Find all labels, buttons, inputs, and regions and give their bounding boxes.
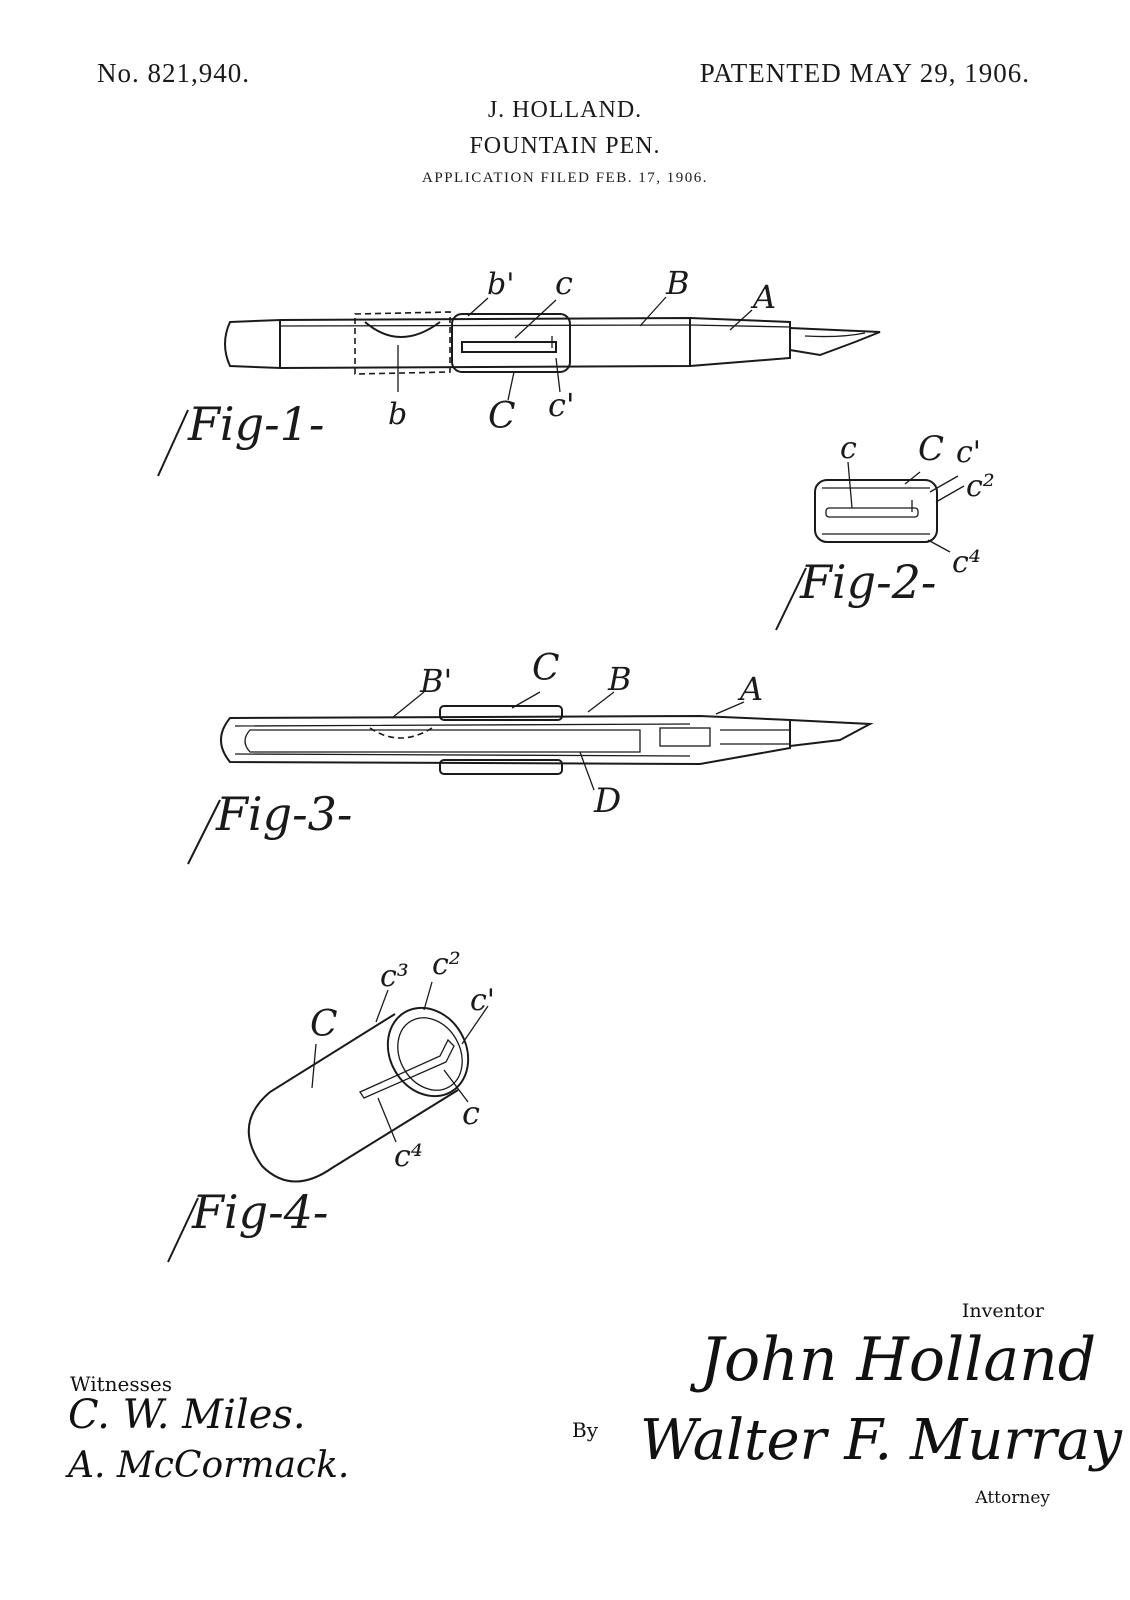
fig4-sleeve-perspective: [247, 981, 489, 1183]
fig2-sleeve-drawing: [814, 461, 965, 553]
fig4-label-c-prime: c': [470, 983, 495, 1018]
fig2-label-c4: c⁴: [952, 545, 981, 580]
attorney-label: Attorney: [975, 1488, 1050, 1508]
fig1-label-b: b: [388, 397, 407, 432]
fig3-section-drawing: [220, 691, 874, 791]
fig2-label-c: c: [840, 431, 857, 466]
fig3-label-B: B: [607, 660, 632, 698]
fig1-label-A: A: [750, 278, 776, 316]
attorney-signature: Walter F. Murray: [640, 1408, 1122, 1473]
fig2-caption-stroke: [775, 567, 807, 631]
fig3-caption-stroke: [187, 799, 221, 865]
fig1-label-c-prime: c': [548, 386, 575, 424]
fig1-label-b-prime: b': [487, 267, 514, 302]
fig1-label-c: c: [555, 264, 573, 302]
by-label: By: [572, 1418, 598, 1442]
fig4-label-c3: c³: [380, 959, 409, 994]
patent-number: No. 821,940.: [97, 58, 250, 88]
fig1-pen-drawing: [224, 296, 881, 401]
fig3-label-C: C: [532, 648, 560, 689]
fig4-label-c2: c²: [432, 947, 461, 982]
fig4-caption: Fig-4-: [191, 1185, 328, 1239]
fig4-label-c: c: [462, 1094, 480, 1132]
inventor-signature: John Holland: [700, 1325, 1097, 1395]
fig4-caption-stroke: [167, 1197, 199, 1263]
fig3-caption: Fig-3-: [215, 787, 352, 841]
filing-line: APPLICATION FILED FEB. 17, 1906.: [422, 170, 708, 186]
patent-title: FOUNTAIN PEN.: [469, 133, 661, 159]
fig3-label-A: A: [737, 670, 763, 708]
fig2-label-c2: c²: [966, 469, 995, 504]
witnesses-label: Witnesses: [70, 1372, 172, 1396]
fig4-label-C: C: [310, 1004, 338, 1045]
fig2-label-c-prime: c': [956, 435, 981, 470]
patent-date: PATENTED MAY 29, 1906.: [699, 58, 1030, 88]
fig1-caption-stroke: [157, 409, 189, 477]
fig2-label-C: C: [918, 429, 944, 469]
fig2-caption: Fig-2-: [799, 555, 936, 609]
fig1-label-B: B: [665, 264, 690, 302]
fig1-label-C: C: [488, 396, 516, 437]
witness-signature-2: A. McCormack.: [68, 1445, 350, 1486]
inventor-label: Inventor: [961, 1300, 1044, 1322]
witness-signature-1: C. W. Miles.: [68, 1392, 306, 1438]
fig1-caption: Fig-1-: [187, 397, 324, 451]
fig3-label-D: D: [593, 781, 621, 821]
fig4-label-c4: c⁴: [394, 1139, 423, 1174]
fig3-label-B-prime: B': [419, 662, 452, 700]
inventor-heading: J. HOLLAND.: [487, 97, 643, 123]
